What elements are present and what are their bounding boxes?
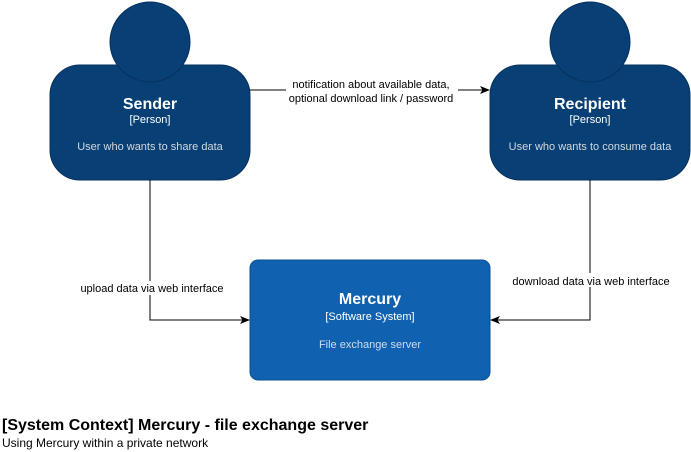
mercury-system[interactable]: Mercury [Software System] File exchange … xyxy=(249,259,491,381)
system-type: [Software System] xyxy=(325,311,414,323)
upload-connector xyxy=(149,180,250,324)
diagram-title: [System Context] Mercury - file exchange… xyxy=(2,417,369,434)
system-description: File exchange server xyxy=(319,339,421,351)
notification-label-line2: optional download link / password xyxy=(289,93,454,105)
download-connector xyxy=(490,180,591,324)
notification-label-bg xyxy=(286,76,458,104)
download-label: download data via web interface xyxy=(512,276,669,288)
download-label-bg xyxy=(510,273,673,287)
sender-description: User who wants to share data xyxy=(77,141,223,153)
system-name: Mercury xyxy=(339,291,401,308)
notification-label-line1: notification about available data, xyxy=(292,79,449,91)
edge-upload: upload data via web interface xyxy=(78,180,250,324)
recipient-name: Recipient xyxy=(554,96,627,113)
upload-label: upload data via web interface xyxy=(80,283,223,295)
sender-name: Sender xyxy=(123,96,177,113)
recipient-head xyxy=(549,1,631,83)
upload-label-bg xyxy=(78,281,228,295)
sender-person[interactable]: Sender [Person] User who wants to share … xyxy=(49,1,251,181)
edge-notification: notification about available data, optio… xyxy=(250,76,490,105)
sender-type: [Person] xyxy=(130,114,171,126)
recipient-person[interactable]: Recipient [Person] User who wants to con… xyxy=(489,1,691,181)
sender-head xyxy=(109,1,191,83)
diagram-subtitle: Using Mercury within a private network xyxy=(2,436,209,450)
edge-download: download data via web interface xyxy=(490,180,673,324)
recipient-description: User who wants to consume data xyxy=(509,141,673,153)
recipient-type: [Person] xyxy=(570,114,611,126)
